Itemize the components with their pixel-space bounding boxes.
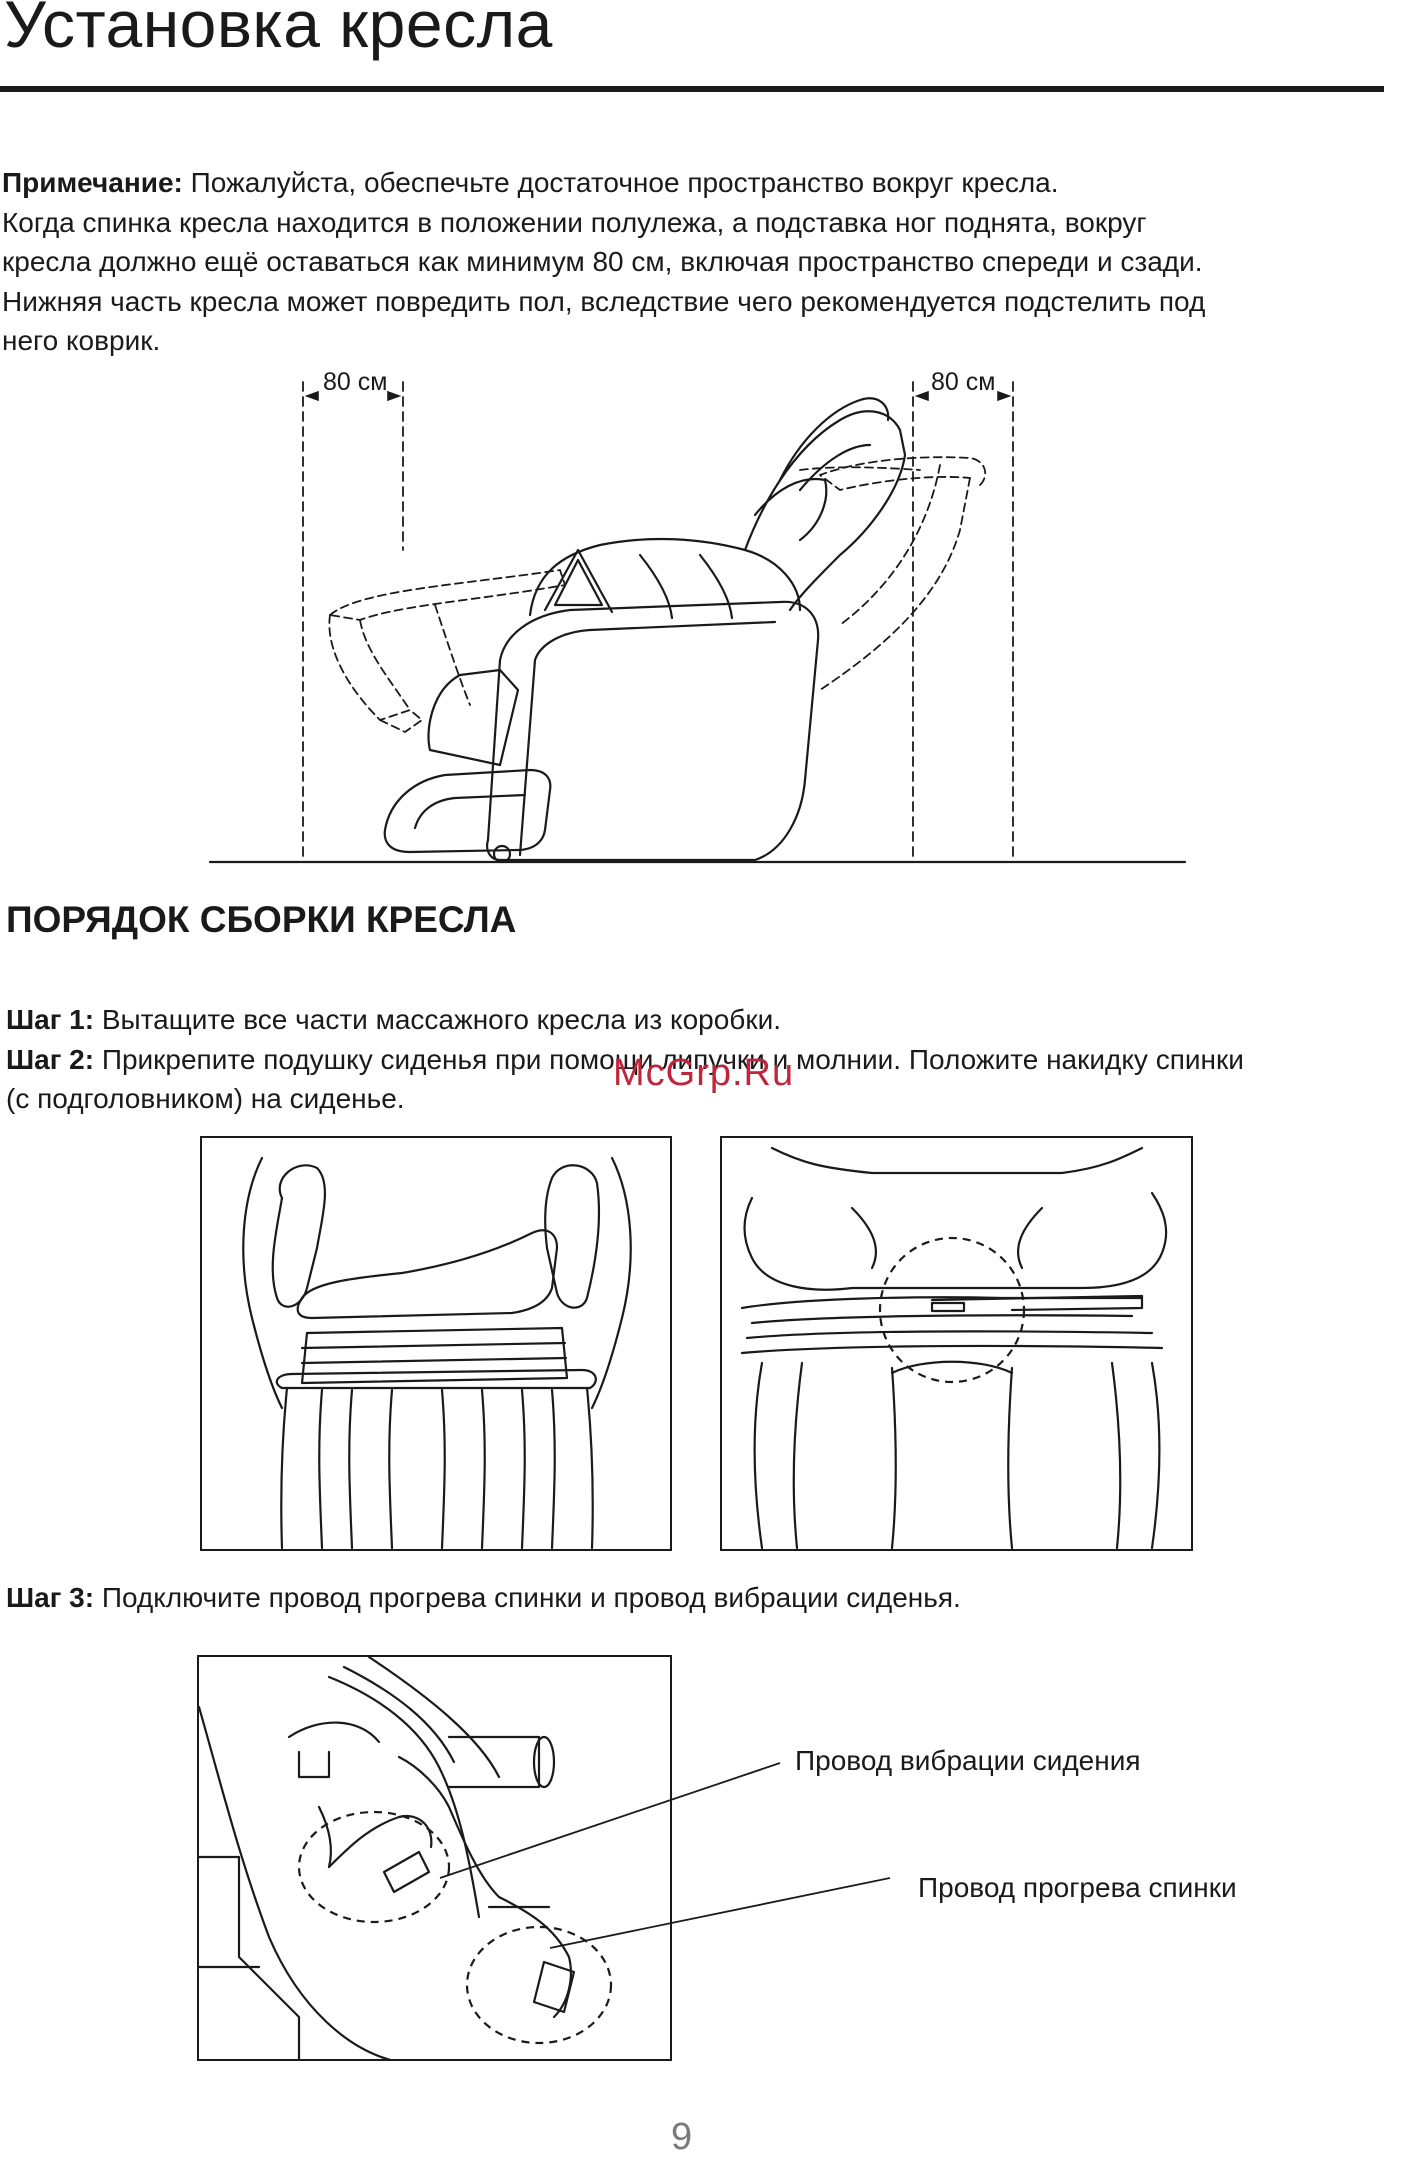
back-clearance-label: 80 см xyxy=(931,368,995,396)
vibration-connector xyxy=(382,1850,431,1894)
step-1-text: Вытащите все части массажного кресла из … xyxy=(94,1004,782,1035)
seat-upholstery xyxy=(528,537,802,617)
vibration-leader-line xyxy=(439,1762,781,1879)
note-line-4: Нижняя часть кресла может повредить пол,… xyxy=(2,285,1206,317)
reclined-position-outline xyxy=(328,456,987,733)
step-3-text: Подключите провод прогрева спинки и пров… xyxy=(94,1582,961,1613)
heating-highlight-circle xyxy=(465,1925,613,2045)
note-line-3: кресла должно ещё оставаться как минимум… xyxy=(2,246,1203,277)
front-clearance-label: 80 см xyxy=(323,368,387,396)
leg-rest xyxy=(383,768,552,854)
step-2-text-line-1: Прикрепите подушку сиденья при помощи ли… xyxy=(94,1043,1244,1075)
callout-leader-lines xyxy=(439,1762,891,1949)
step-3-label: Шаг 3: xyxy=(6,1582,95,1613)
steps-1-2: Шаг 1: Вытащите все части массажного кре… xyxy=(6,1000,1416,1119)
callout-heating-wire: Провод прогрева спинки xyxy=(918,1872,1237,1903)
note-paragraph: Примечание: Пожалуйста, обеспечьте доста… xyxy=(2,163,1397,361)
step-3-figure-wires xyxy=(197,1655,672,2061)
backrest-cover xyxy=(296,1229,559,1320)
step-3: Шаг 3: Подключите провод прогрева спинки… xyxy=(6,1578,1406,1618)
assembly-heading: ПОРЯДОК СБОРКИ КРЕСЛА xyxy=(6,899,517,940)
note-line-1: Пожалуйста, обеспечьте достаточное прост… xyxy=(182,167,1059,198)
page-number: 9 xyxy=(671,2116,693,2158)
backrest xyxy=(743,410,907,612)
step-2-figure-zipper xyxy=(720,1136,1193,1551)
chair-base-shell xyxy=(486,600,820,862)
back-arrow-left xyxy=(914,390,929,402)
vibration-highlight-circle xyxy=(297,1810,451,1924)
heating-connector xyxy=(532,1960,576,2014)
chair-clearance-illustration: 80 см 80 см xyxy=(208,368,1187,864)
side-window xyxy=(553,558,604,607)
leg-rest-calf xyxy=(427,668,520,767)
seat-cushion-illustration xyxy=(242,1156,632,1549)
wheel xyxy=(492,844,512,864)
step-2-figure-cushion xyxy=(200,1136,672,1551)
zipper-highlight-circle xyxy=(878,1236,1026,1384)
note-line-2: Когда спинка кресла находится в положени… xyxy=(2,206,1147,238)
page-title: Установка кресла xyxy=(4,0,553,61)
front-arrow-right xyxy=(387,390,402,402)
front-arrow-left xyxy=(304,390,319,402)
heating-leader-line xyxy=(549,1877,891,1949)
step-2-label: Шаг 2: xyxy=(6,1043,95,1075)
step-1-label: Шаг 1: xyxy=(6,1004,95,1035)
zipper-detail-illustration xyxy=(740,1146,1168,1549)
step-2-text-line-2: (с подголовником) на сиденье. xyxy=(6,1083,405,1114)
note-line-5: него коврик. xyxy=(2,325,161,356)
watermark: McGrp.Ru xyxy=(613,1052,795,1094)
seat-cushion xyxy=(300,1326,569,1385)
wire-connection-illustration xyxy=(199,1657,613,2059)
title-rule xyxy=(0,86,1384,92)
callout-vibration-wire: Провод вибрации сидения xyxy=(795,1745,1141,1776)
note-label: Примечание: xyxy=(2,167,183,198)
back-arrow-right xyxy=(997,390,1012,402)
